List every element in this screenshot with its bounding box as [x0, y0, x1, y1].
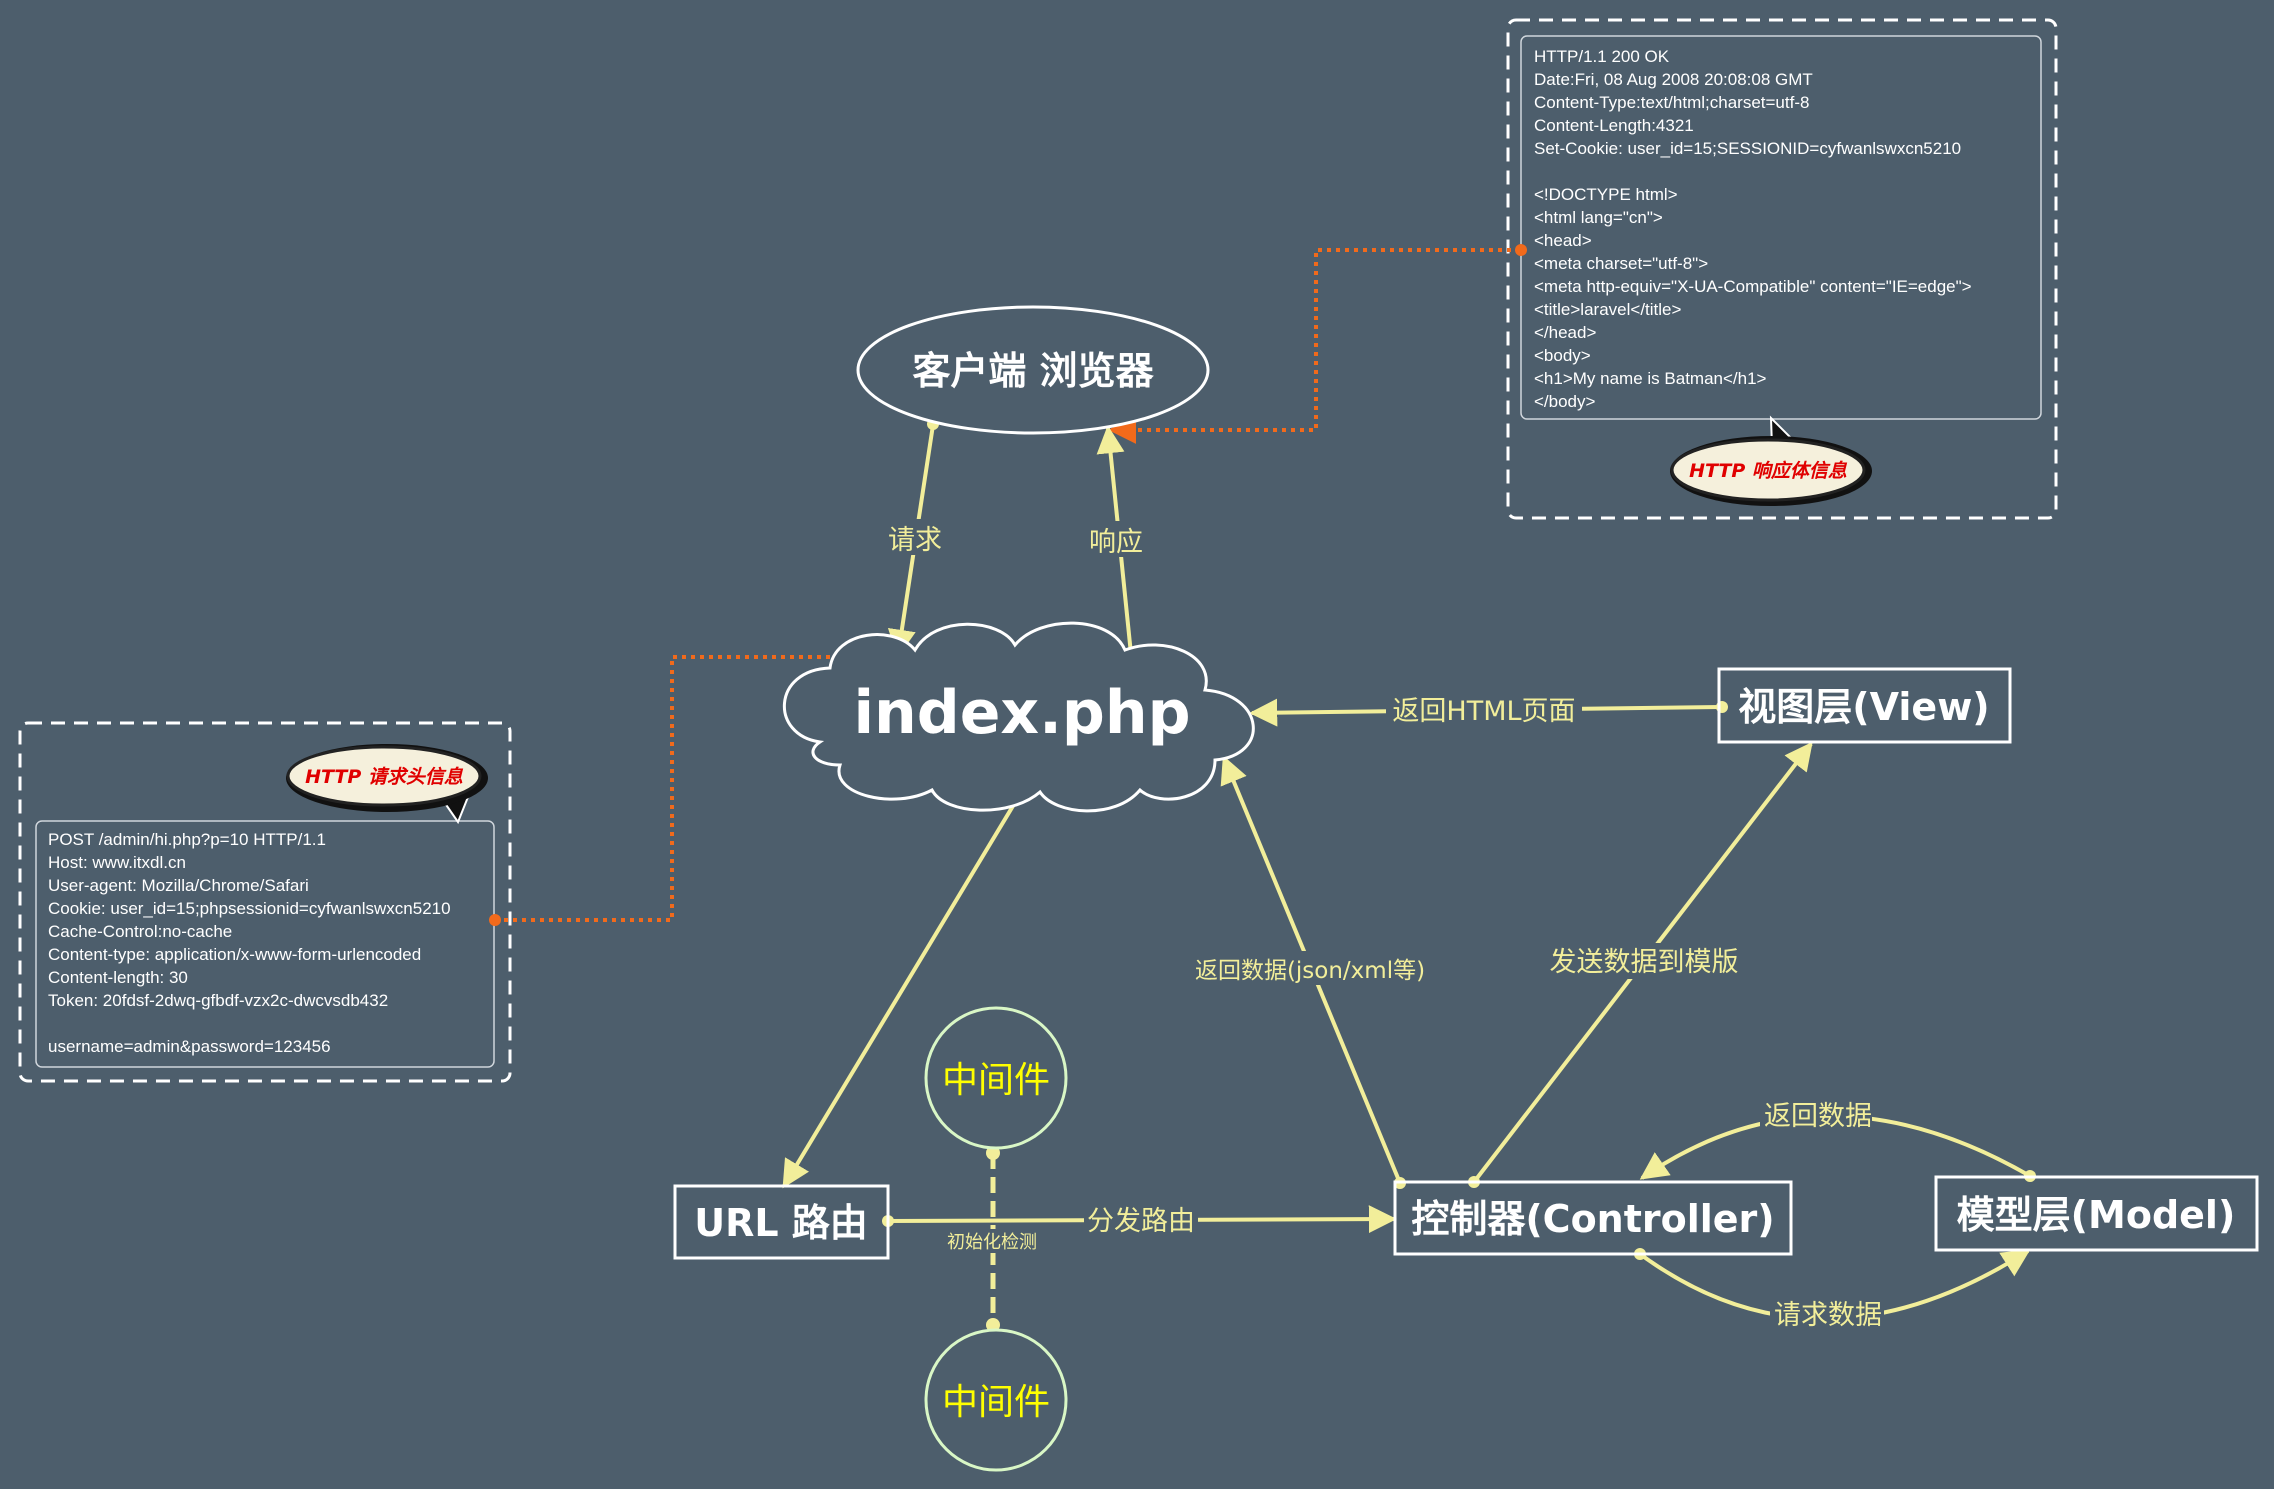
response-line: <meta charset="utf-8"> — [1534, 254, 1708, 273]
dispatch-route-label: 分发路由 — [1087, 1206, 1195, 1237]
response-line — [1534, 162, 1539, 181]
model-label: 模型层(Model) — [1957, 1193, 2236, 1237]
response-label: 响应 — [1089, 527, 1143, 558]
response-link — [1108, 248, 1520, 444]
response-line: <meta http-equiv="X-UA-Compatible" conte… — [1534, 277, 1972, 296]
response-line: <h1>My name is Batman</h1> — [1534, 369, 1767, 388]
edge-labels: 请求 响应 返回HTML页面 返回数据(json/xml等) 发送数据到模版 分… — [883, 519, 1884, 1331]
response-line: <!DOCTYPE html> — [1534, 185, 1678, 204]
request-line: Host: www.itxdl.cn — [48, 853, 186, 872]
request-line: Token: 20fdsf-2dwq-gfbdf-vzx2c-dwcvsdb43… — [48, 991, 388, 1010]
init-check-label: 初始化检测 — [947, 1232, 1037, 1253]
middleware-bottom-node — [924, 1328, 1068, 1472]
response-line: HTTP/1.1 200 OK — [1534, 47, 1670, 66]
connector-dots — [882, 418, 2036, 1332]
request-callout-label: HTTP 请求头信息 — [305, 766, 464, 788]
response-lines: HTTP/1.1 200 OK Date:Fri, 08 Aug 2008 20:… — [1534, 47, 1972, 411]
request-line: User-agent: Mozilla/Chrome/Safari — [48, 876, 309, 895]
response-line: Content-Length:4321 — [1534, 116, 1694, 135]
http-response-panel: HTTP/1.1 200 OK Date:Fri, 08 Aug 2008 20:… — [1506, 18, 2058, 520]
request-line: POST /admin/hi.php?p=10 HTTP/1.1 — [48, 830, 326, 849]
response-line: <body> — [1534, 346, 1591, 365]
view-label: 视图层(View) — [1738, 685, 1989, 729]
browser-label: 客户端 浏览器 — [912, 349, 1154, 393]
request-callout — [286, 745, 482, 807]
response-line: </body> — [1534, 392, 1596, 411]
model-node — [1934, 1175, 2259, 1252]
return-html-label: 返回HTML页面 — [1392, 696, 1575, 727]
response-callout-label: HTTP 响应体信息 — [1689, 460, 1848, 482]
view-node — [1717, 667, 2012, 744]
response-line: </head> — [1534, 323, 1596, 342]
request-data-label: 请求数据 — [1774, 1300, 1882, 1331]
route-arrow — [782, 789, 1024, 1189]
response-line: <head> — [1534, 231, 1592, 250]
request-box — [35, 820, 495, 1068]
browser-node — [856, 305, 1210, 435]
controller-label: 控制器(Controller) — [1411, 1197, 1774, 1241]
response-line: <title>laravel</title> — [1534, 300, 1681, 319]
response-line: Content-Type:text/html;charset=utf-8 — [1534, 93, 1809, 112]
response-callout — [1670, 438, 1866, 502]
controller-node — [1393, 1180, 1793, 1256]
request-line: Content-length: 30 — [48, 968, 188, 987]
response-line: Set-Cookie: user_id=15;SESSIONID=cyfwanl… — [1534, 139, 1961, 158]
response-box — [1520, 35, 2042, 420]
middleware-bottom-label: 中间件 — [942, 1382, 1050, 1423]
response-line: <html lang="cn"> — [1534, 208, 1663, 227]
index-php-label: index.php — [853, 678, 1190, 748]
response-link-dot — [1515, 244, 1527, 256]
router-node — [673, 1184, 890, 1260]
request-line: Cache-Control:no-cache — [48, 922, 232, 941]
request-line: username=admin&password=123456 — [48, 1037, 331, 1056]
router-label: URL 路由 — [694, 1201, 868, 1245]
request-link — [495, 643, 898, 922]
index-php-cloud — [783, 621, 1255, 813]
flow-arrows — [782, 424, 2031, 1321]
request-link-dot — [489, 914, 501, 926]
return-json-label: 返回数据(json/xml等) — [1195, 958, 1425, 984]
request-line: Cookie: user_id=15;phpsessionid=cyfwanls… — [48, 899, 451, 918]
request-line: Content-type: application/x-www-form-url… — [48, 945, 421, 964]
return-data-label: 返回数据 — [1764, 1101, 1872, 1132]
send-template-label: 发送数据到模版 — [1550, 947, 1739, 978]
response-panel-frame — [1506, 18, 2058, 520]
request-label: 请求 — [888, 525, 942, 556]
request-line — [48, 1014, 53, 1033]
response-line: Date:Fri, 08 Aug 2008 20:08:08 GMT — [1534, 70, 1813, 89]
middleware-top-node — [924, 1006, 1068, 1150]
middleware-top-label: 中间件 — [942, 1060, 1050, 1101]
request-panel-frame — [18, 721, 512, 1083]
